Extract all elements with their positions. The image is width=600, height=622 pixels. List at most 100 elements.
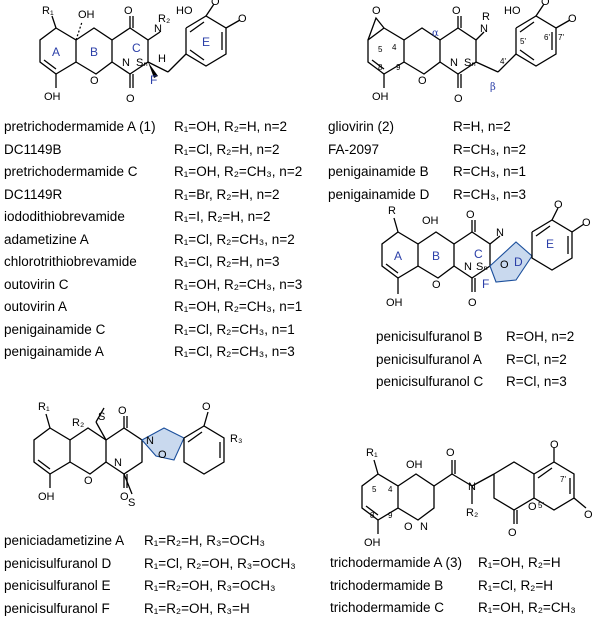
methylthio-sulfur-label: S	[98, 411, 105, 423]
compound-substituents: R=CH₃, n=1	[453, 164, 527, 179]
ring-label-a: A	[52, 45, 60, 59]
nitrogen-label: N	[464, 261, 472, 273]
compound-substituents: R₁=Cl, R₂=OH, R₃=OCH₃	[144, 555, 296, 571]
ring-label-b: B	[432, 249, 440, 263]
compound-name: trichodermamide A (3)	[330, 555, 463, 570]
compound-name: penigainamide B	[328, 164, 429, 179]
ring-label-e: E	[546, 237, 554, 251]
hydroxyl-label: OH	[38, 491, 55, 503]
compound-substituents: R=Cl, n=3	[506, 374, 567, 389]
atom-number-4-prime: 4'	[500, 57, 506, 66]
compound-name: DC1149B	[4, 141, 62, 157]
structure-penicisulfuranol-core: R OH O N O O O O O N Sₙ OH A B C D F E	[376, 198, 598, 322]
compound-name: penicisulfuranol A	[376, 351, 482, 367]
substituent-r2: R₂	[158, 13, 170, 25]
carbonyl-oxygen-label: O	[126, 93, 135, 105]
ring-label-b: B	[90, 45, 98, 59]
carbonyl-oxygen-label: O	[446, 447, 455, 459]
isoxazine-nitrogen-label: N	[420, 521, 428, 533]
carbonyl-oxygen-label: O	[454, 93, 463, 105]
compound-row: outovirin A R₁=OH, R₂=CH₃, n=1	[4, 296, 302, 319]
compound-substituents: R₁=R₂=OH, R₃=OCH₃	[144, 578, 276, 593]
substituent-r2: R₂	[466, 507, 478, 519]
compound-substituents: R₁=Br, R₂=H, n=2	[174, 186, 280, 202]
compound-substituents: R=CH₃, n=3	[453, 186, 527, 202]
methoxy-oxygen-label: O	[550, 439, 559, 451]
hydroxyl-label: OH	[372, 91, 389, 103]
substituent-r1: R₁	[38, 401, 50, 413]
atom-number-9: 9	[388, 511, 393, 520]
alpha-position-label: α	[432, 28, 439, 39]
compound-substituents: R₁=OH, R₂=CH₃	[478, 600, 576, 615]
compound-row: trichodermamide A (3) R₁=OH, R₂=H	[330, 552, 576, 575]
compound-substituents: R₁=Cl, R₂=CH₃, n=2	[174, 231, 295, 247]
compound-row: DC1149R R₁=Br, R₂=H, n=2	[4, 184, 302, 207]
coumarin-oxygen-label: O	[528, 501, 537, 513]
substituent-r3: R₃	[230, 433, 242, 445]
atom-number-5: 5	[378, 45, 383, 54]
compound-substituents: R₁=OH, R₂=H, n=2	[174, 119, 287, 134]
methoxy-oxygen-label: O	[541, 0, 550, 8]
compound-substituents: R₁=R₂=OH, R₃=H	[144, 600, 250, 616]
methoxy-oxygen-label: O	[584, 509, 593, 521]
compound-substituents: R₁=Cl, R₂=H, n=3	[174, 254, 280, 269]
compound-name: penigainamide C	[4, 321, 106, 337]
ring-oxygen-label: O	[418, 75, 427, 87]
sulfur-bridge-label: Sₙ	[476, 261, 488, 273]
phenol-label: HO	[504, 5, 521, 17]
substituent-r1: R₁	[42, 5, 54, 17]
sulfur-bridge-label: Sₙ	[136, 57, 148, 69]
nitrogen-label: N	[122, 57, 130, 69]
compound-name: iododithiobrevamide	[4, 209, 125, 224]
compound-substituents: R=H, n=2	[453, 119, 511, 134]
hydroxyl-label: OH	[422, 215, 439, 227]
compound-row: penicisulfuranol D R₁=Cl, R₂=OH, R₃=OCH₃	[4, 553, 296, 576]
carbonyl-oxygen-label: O	[120, 491, 129, 503]
compound-name: FA-2097	[328, 141, 380, 157]
compound-substituents: R=Cl, n=2	[506, 351, 567, 367]
compound-substituents: R₁=OH, R₂=H	[478, 555, 561, 570]
compound-substituents: R₁=OH, R₂=CH₃, n=3	[174, 276, 303, 292]
compound-table-1: pretrichodermamide A (1) R₁=OH, R₂=H, n=2…	[4, 116, 302, 364]
compound-name: penigainamide D	[328, 186, 430, 202]
isoxazine-oxygen-label: O	[404, 521, 413, 533]
compound-substituents: R₁=OH, R₂=CH₃, n=1	[174, 299, 303, 314]
compound-name: penicisulfuranol D	[4, 555, 112, 571]
atom-number-8: 8	[378, 63, 383, 72]
compound-name: outovirin C	[4, 276, 69, 292]
substituent-r1: R₁	[366, 447, 378, 459]
compound-name: outovirin A	[4, 299, 68, 314]
atom-number-4: 4	[392, 43, 397, 52]
epoxide-oxygen-label: O	[372, 5, 381, 17]
compound-row: DC1149B R₁=Cl, R₂=H, n=2	[4, 139, 302, 162]
structure-peniciadametizine-core: R₁ R₂ S O N O R₃ O O O N S OH	[24, 398, 254, 516]
nitrogen-label: N	[496, 227, 504, 239]
compound-row: penicisulfuranol A R=Cl, n=2	[376, 349, 574, 372]
methoxy-oxygen-label: O	[554, 199, 563, 211]
atom-number-4: 4	[388, 485, 393, 494]
compound-substituents: R₁=I, R₂=H, n=2	[174, 209, 271, 224]
compound-substituents: R₁=Cl, R₂=H, n=2	[174, 141, 280, 157]
hydroxyl-label: OH	[364, 537, 381, 549]
compound-row: gliovirin (2) R=H, n=2	[328, 116, 526, 139]
compound-substituents: R₁=R₂=H, R₃=OCH₃	[144, 533, 265, 548]
compound-name: gliovirin (2)	[328, 119, 395, 134]
ring-oxygen-label: O	[84, 475, 93, 487]
compound-name: pretrichodermamide A (1)	[4, 119, 156, 134]
ring-oxygen-label: O	[90, 75, 99, 87]
carbonyl-oxygen-label: O	[466, 209, 475, 221]
compound-substituents: R₁=Cl, R₂=CH₃, n=1	[174, 321, 295, 337]
beta-position-label: β	[490, 82, 496, 93]
compound-name: DC1149R	[4, 186, 63, 202]
carbonyl-oxygen-label: O	[124, 5, 133, 17]
atom-number-5-prime: 5'	[538, 501, 544, 510]
